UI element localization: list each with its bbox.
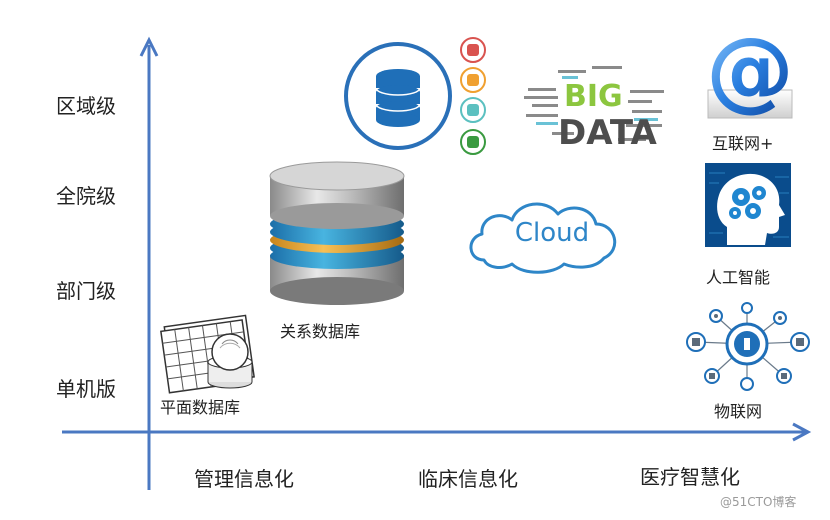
caption-flat-database: 平面数据库 — [160, 398, 241, 417]
stage-label-management: 管理信息化 — [194, 467, 294, 491]
level-label-standalone: 单机版 — [56, 377, 116, 401]
stage-label-clinical: 临床信息化 — [418, 467, 518, 491]
database-orange-icon — [460, 67, 486, 93]
cloud-icon: Cloud — [469, 202, 617, 274]
relational-database-icon — [269, 161, 405, 305]
caption-relational-database: 关系数据库 — [280, 322, 361, 341]
stage-label-smart: 医疗智慧化 — [640, 465, 740, 489]
data-text: DATA — [558, 113, 657, 153]
iot-network-icon — [686, 302, 810, 391]
flat-database-icon — [160, 314, 255, 394]
y-axis-arrowhead — [139, 36, 159, 57]
database-teal-icon — [460, 97, 486, 123]
level-label-regional: 区域级 — [56, 94, 116, 118]
x-axis-arrowhead — [792, 422, 812, 442]
database-red-icon — [460, 37, 486, 63]
caption-iot: 物联网 — [714, 402, 763, 421]
at-glyph: @ — [706, 20, 794, 121]
database-green-icon — [460, 129, 486, 155]
level-label-hospital: 全院级 — [56, 184, 116, 208]
watermark: @51CTO博客 — [720, 495, 797, 509]
database-mini-icons — [460, 37, 486, 155]
cloud-label: Cloud — [515, 218, 589, 248]
ai-head-icon — [705, 163, 791, 247]
big-text: BIG — [564, 79, 623, 114]
database-circle-icon — [344, 42, 452, 150]
big-data-wordcloud: BIG DATA — [524, 66, 664, 153]
email-at-icon: @ — [706, 20, 794, 121]
level-label-department: 部门级 — [56, 279, 116, 303]
caption-ai: 人工智能 — [706, 268, 771, 287]
caption-internet-plus: 互联网+ — [712, 134, 774, 153]
